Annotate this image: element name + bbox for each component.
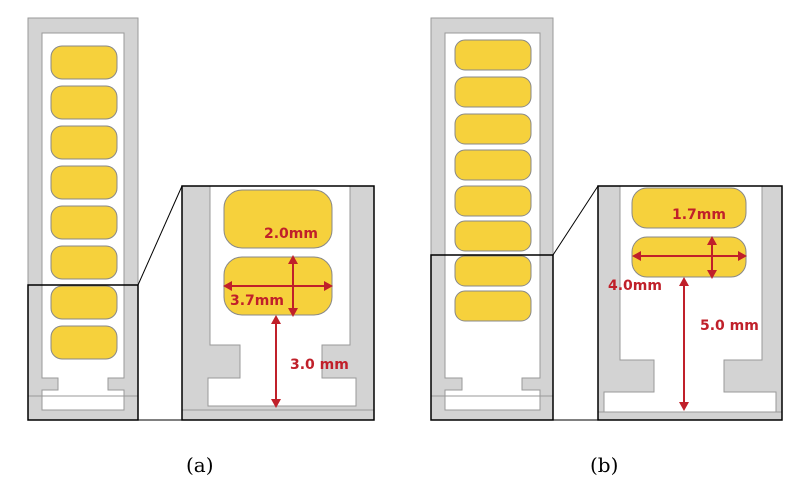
pad (454, 255, 532, 287)
caption-a: (a) (186, 453, 214, 477)
pad (50, 85, 118, 120)
dim-pad-width-b: 4.0mm (608, 278, 662, 294)
dim-pad-width-a: 3.7mm (230, 293, 284, 309)
strip-b-pads (454, 39, 532, 322)
zoom-connector-b (552, 185, 599, 256)
pad (50, 325, 118, 360)
zoom-inset-b (597, 185, 783, 421)
pad (50, 125, 118, 160)
zoom-connector-a (137, 185, 183, 286)
pad-zoom-upper (223, 189, 333, 249)
pad (50, 245, 118, 280)
annotations-a (223, 255, 333, 408)
pad (50, 165, 118, 200)
dim-pad-to-bottom-b: 5.0 mm (700, 318, 759, 334)
dim-pad-gap-a: 2.0mm (264, 226, 318, 242)
pad (454, 113, 532, 145)
pad (454, 185, 532, 217)
pad (454, 149, 532, 181)
panel-b: 1.7mm 4.0mm 5.0 mm (b) (430, 17, 783, 477)
strip-a-pads (50, 45, 118, 360)
dim-pad-gap-b: 1.7mm (672, 207, 726, 223)
pad (454, 39, 532, 71)
pad (454, 290, 532, 322)
zoom-selection-a (27, 284, 139, 421)
pad-zoom-upper (631, 187, 747, 229)
zoom-selection-b (430, 254, 554, 421)
dim-pad-to-bottom-a: 3.0 mm (290, 357, 349, 373)
caption-b: (b) (590, 453, 618, 477)
zoom-inset-a (181, 185, 375, 421)
pad (50, 285, 118, 320)
pad (50, 45, 118, 80)
pad (454, 220, 532, 252)
annotations-b (632, 236, 747, 411)
pad (50, 205, 118, 240)
panel-a: 2.0mm 3.7mm 3.0 mm (a) (27, 17, 375, 477)
pad (454, 76, 532, 108)
